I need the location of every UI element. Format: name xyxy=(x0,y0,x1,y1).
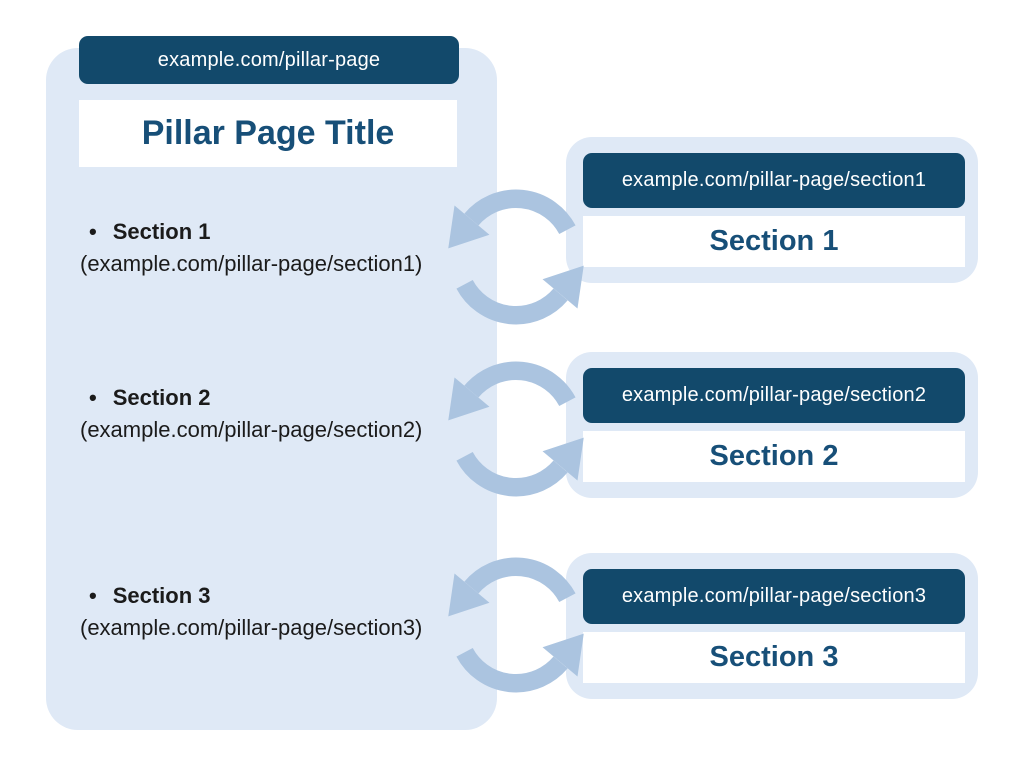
toc-item-section3: • Section 3 (example.com/pillar-page/sect… xyxy=(80,580,470,644)
toc-item-url: (example.com/pillar-page/section1) xyxy=(80,251,423,276)
section-title-bar: Section 3 xyxy=(583,632,965,683)
toc-item-section1: • Section 1 (example.com/pillar-page/sect… xyxy=(80,216,470,280)
section-title-bar: Section 2 xyxy=(583,431,965,482)
section-url-chip: example.com/pillar-page/section1 xyxy=(583,153,965,208)
section-card-1: example.com/pillar-page/section1 Section… xyxy=(566,137,978,283)
cycle-arrows-icon xyxy=(443,358,589,500)
toc-item-label: Section 2 xyxy=(112,385,211,410)
section-title-text: Section 2 xyxy=(709,440,839,472)
section-url-text: example.com/pillar-page/section2 xyxy=(621,384,927,406)
toc-item-label-row: • Section 3 xyxy=(80,580,470,612)
toc-item-label: Section 1 xyxy=(112,219,211,244)
section-card-3: example.com/pillar-page/section3 Section… xyxy=(566,553,978,699)
section-url-chip: example.com/pillar-page/section2 xyxy=(583,368,965,423)
section-title-text: Section 3 xyxy=(709,641,839,673)
section-url-text: example.com/pillar-page/section3 xyxy=(621,585,927,607)
cycle-arrows-icon xyxy=(443,554,589,696)
section-card-2: example.com/pillar-page/section2 Section… xyxy=(566,352,978,498)
pillar-url-chip: example.com/pillar-page xyxy=(79,36,459,84)
toc-item-url: (example.com/pillar-page/section2) xyxy=(80,417,423,442)
toc-item-label-row: • Section 2 xyxy=(80,382,470,414)
pillar-title-text: Pillar Page Title xyxy=(141,114,395,152)
section-url-chip: example.com/pillar-page/section3 xyxy=(583,569,965,624)
bullet-icon: • xyxy=(89,385,97,410)
toc-item-url: (example.com/pillar-page/section3) xyxy=(80,615,423,640)
pillar-title-bar: Pillar Page Title xyxy=(79,100,457,167)
pillar-url-text: example.com/pillar-page xyxy=(157,48,381,71)
section-title-text: Section 1 xyxy=(709,225,839,257)
section-title-bar: Section 1 xyxy=(583,216,965,267)
toc-item-section2: • Section 2 (example.com/pillar-page/sect… xyxy=(80,382,470,446)
bullet-icon: • xyxy=(89,219,97,244)
cycle-arrows-icon xyxy=(443,186,589,328)
bullet-icon: • xyxy=(89,583,97,608)
toc-item-label: Section 3 xyxy=(112,583,211,608)
section-url-text: example.com/pillar-page/section1 xyxy=(621,169,927,191)
toc-item-label-row: • Section 1 xyxy=(80,216,470,248)
